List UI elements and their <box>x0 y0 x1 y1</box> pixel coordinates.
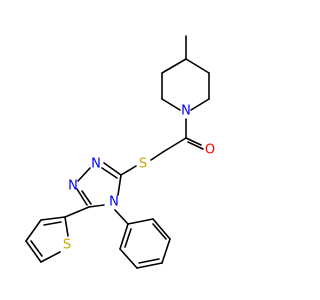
atom-n-triazole-2: N <box>91 157 101 172</box>
atom-o-carbonyl: O <box>205 143 215 158</box>
molecule-structure: N O S N N N S <box>25 35 215 269</box>
atom-labels: N O S N N N S <box>63 104 215 253</box>
acetyl-linker <box>120 118 204 176</box>
bond-pip-c2-n <box>190 98 210 111</box>
bond-tz-c3-n2-2 <box>101 167 118 179</box>
bond-tz-n1-c5-2 <box>81 190 92 205</box>
bond-th-c4-c3 <box>25 219 42 242</box>
bond-carbonyl-ch2 <box>162 137 187 153</box>
atom-s-linker: S <box>139 157 147 172</box>
bond-ph-4-5-inner <box>138 258 160 264</box>
bond-th-c3-c2 <box>40 216 66 221</box>
atom-n-triazole-4: N <box>109 195 119 210</box>
bond-ph-3-4 <box>161 238 171 264</box>
bond-ph-1-2 <box>127 218 154 225</box>
bond-s-triazole <box>120 165 137 176</box>
bond-th-c3-c2-inner <box>43 221 62 226</box>
bond-ph-4-5 <box>136 262 163 269</box>
bond-tz-n2-n1 <box>77 167 91 182</box>
bond-th-c2-s <box>64 216 69 237</box>
bond-ch2-s <box>150 151 164 161</box>
bond-ph-2-3 <box>152 218 171 240</box>
bond-tz-n1-c5-1 <box>76 188 88 206</box>
triazole-ring <box>76 162 122 208</box>
atom-n-triazole-1: N <box>68 179 78 194</box>
atom-s-thiophene: S <box>63 238 71 253</box>
bond-carbonyl-o-2 <box>187 141 204 150</box>
bond-pip-c4-c3 <box>185 58 210 74</box>
piperidine-ring <box>161 35 210 111</box>
bond-th-s-c5 <box>40 251 61 263</box>
bond-ph-5-6 <box>119 248 138 269</box>
bond-carbonyl-o-1 <box>185 137 202 146</box>
bond-th-c5-c4 <box>25 240 42 263</box>
bond-pip-c5-c4 <box>161 58 187 74</box>
phenyl-ring <box>114 209 171 269</box>
bond-tz-c5-n4 <box>88 204 105 208</box>
bond-pip-n-c6 <box>161 98 181 111</box>
bond-ph-6-1-inner <box>124 228 132 248</box>
atom-n-piperidine: N <box>181 104 191 119</box>
bond-c5-thiophene <box>64 206 90 218</box>
bond-n4-phenyl <box>114 209 129 225</box>
bond-ph-6-1 <box>119 223 129 250</box>
bond-th-c5-c4-inner <box>30 240 43 257</box>
bond-tz-n4-c3 <box>117 174 122 196</box>
bond-tz-c3-n2-1 <box>103 162 122 176</box>
bond-ph-2-3-inner <box>152 223 167 240</box>
thiophene-ring <box>25 206 90 263</box>
